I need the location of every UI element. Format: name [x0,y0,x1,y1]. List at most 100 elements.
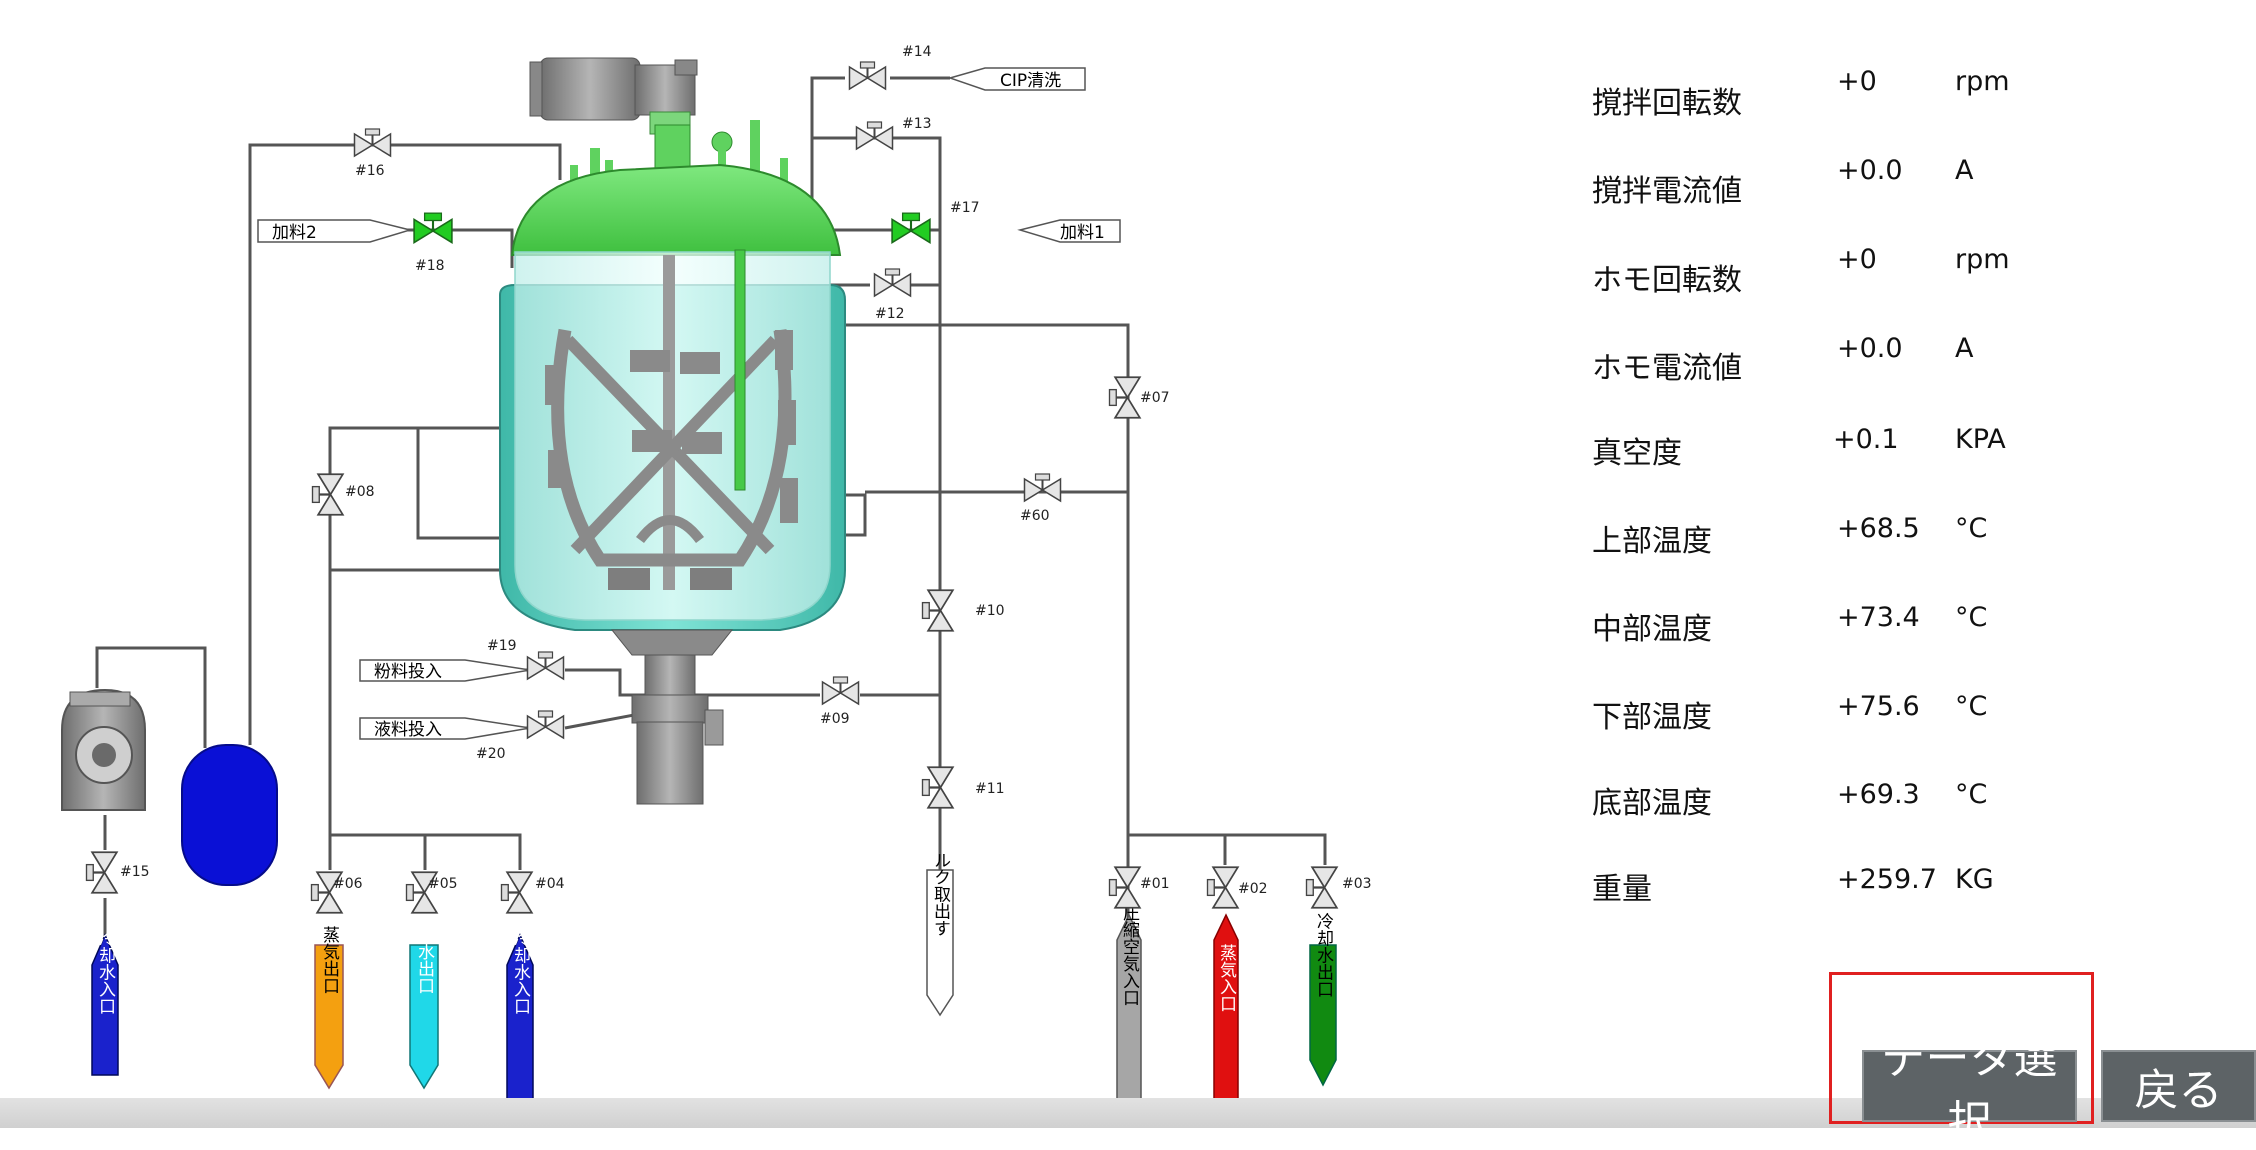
reading-value-agitator-current: +0.0 [1837,155,1903,186]
svg-text:#15: #15 [120,864,150,880]
valve-06[interactable]: #06 [310,871,363,914]
reading-unit-weight: KG [1955,864,1994,895]
valve-09[interactable]: #09 [820,675,860,727]
line-label-comp-air-in: 圧縮空気入口 [1116,904,1142,1101]
svg-text:#01: #01 [1140,876,1170,892]
reading-label-agitator-current: 撹拌電流値 [1592,174,1742,209]
valve-16[interactable]: #16 [353,127,392,179]
svg-text:#18: #18 [415,258,445,274]
svg-text:蒸気出口: 蒸気出口 [319,926,340,994]
valve-20[interactable]: #20 [476,709,565,762]
line-label-cool-out: 冷却水出口 [1309,912,1337,1087]
reading-label-homo-current: ホモ電流値 [1592,351,1742,386]
reading-unit-vacuum: KPA [1955,424,2006,455]
svg-text:#10: #10 [975,603,1005,619]
reading-unit-temp-middle: °C [1955,602,1988,633]
line-label-cip: CIP清洗 [947,67,1086,91]
back-button[interactable]: 戻る [2101,1050,2256,1122]
svg-text:粉料投入: 粉料投入 [374,662,442,682]
svg-text:蒸気入口: 蒸気入口 [1216,944,1237,1012]
svg-text:冷水出口: 冷水出口 [414,926,435,994]
line-label-cool-in: 冷却水入口 [506,929,534,1101]
valve-07[interactable]: #07 [1108,376,1170,419]
svg-text:#05: #05 [428,876,458,892]
data-select-button[interactable]: データ選択 [1862,1033,2077,1148]
reading-unit-homo-speed: rpm [1955,244,2010,275]
valve-01[interactable]: #01 [1108,866,1170,909]
reading-label-vacuum: 真空度 [1592,436,1682,471]
svg-text:#11: #11 [975,781,1005,797]
svg-text:ルク取出す: ルク取出す [930,852,951,937]
reactor-vessel [499,57,846,805]
line-label-liquid: 液料投入 [359,717,531,740]
reading-unit-temp-bottom: °C [1955,779,1988,810]
svg-text:#04: #04 [535,876,565,892]
svg-text:#02: #02 [1238,881,1268,897]
svg-text:圧縮空気入口: 圧縮空気入口 [1119,904,1140,1006]
svg-text:#08: #08 [345,484,375,500]
svg-text:冷却水入口: 冷却水入口 [510,929,531,1014]
reading-unit-homo-current: A [1955,333,1974,364]
reading-label-weight: 重量 [1592,872,1652,907]
reading-unit-agitator-current: A [1955,155,1974,186]
svg-text:#20: #20 [476,746,506,762]
reading-unit-temp-lower: °C [1955,691,1988,722]
reading-value-homo-speed: +0 [1837,244,1877,275]
reading-value-temp-bottom: +69.3 [1837,779,1920,810]
reading-label-temp-middle: 中部温度 [1592,612,1712,647]
valve-03[interactable]: #03 [1305,866,1372,909]
reading-value-weight: +259.7 [1837,864,1937,895]
svg-text:#19: #19 [487,638,517,654]
line-label-steam-out: 蒸気出口 [314,926,344,1090]
svg-text:#17: #17 [950,200,980,216]
valve-60[interactable]: #60 [1020,472,1062,524]
reading-value-vacuum: +0.1 [1833,424,1899,455]
reading-value-temp-top: +68.5 [1837,513,1920,544]
reading-unit-temp-top: °C [1955,513,1988,544]
svg-text:#03: #03 [1342,876,1372,892]
valve-04[interactable]: #04 [500,871,565,914]
valve-02[interactable]: #02 [1206,866,1268,909]
line-label-steam-in: 蒸気入口 [1213,913,1239,1101]
valve-05[interactable]: #05 [405,871,458,914]
reading-unit-agitator-speed: rpm [1955,66,2010,97]
reading-value-homo-current: +0.0 [1837,333,1903,364]
valve-14[interactable]: #14 [848,44,932,91]
buffer-tank [181,744,278,886]
svg-text:#16: #16 [355,163,385,179]
svg-text:#09: #09 [820,711,850,727]
reading-label-homo-speed: ホモ回転数 [1592,263,1742,298]
reading-label-temp-lower: 下部温度 [1592,700,1712,735]
valve-11[interactable]: #11 [921,766,1005,809]
reading-label-temp-top: 上部温度 [1592,524,1712,559]
valve-15[interactable]: #15 [85,851,150,894]
line-label-feed1: 加料1 [1017,219,1121,243]
reading-value-agitator-speed: +0 [1837,66,1877,97]
valve-12[interactable]: #12 [873,267,912,322]
selection-highlight [1829,972,2094,1124]
valve-19[interactable]: #19 [487,638,565,681]
svg-text:#60: #60 [1020,508,1050,524]
valve-10[interactable]: #10 [921,589,1005,632]
reading-value-temp-lower: +75.6 [1837,691,1920,722]
line-label-cool-in-pump: 冷却水入口 [91,929,119,1076]
svg-text:#06: #06 [333,876,363,892]
svg-text:#12: #12 [875,306,905,322]
svg-text:CIP清洗: CIP清洗 [1000,71,1061,91]
valve-18[interactable]: #18 [412,211,454,274]
svg-text:加料2: 加料2 [272,223,317,243]
svg-text:冷却水出口: 冷却水出口 [1313,912,1334,997]
svg-text:加料1: 加料1 [1060,223,1105,243]
valve-17[interactable]: #17 [890,200,980,244]
svg-text:#13: #13 [902,116,932,132]
reading-value-temp-middle: +73.4 [1837,602,1920,633]
svg-text:#14: #14 [902,44,932,60]
pump [61,688,146,811]
line-label-cold-out: 冷水出口 [409,926,439,1090]
process-diagram: CIP清洗 加料1 加料2 粉料投入 液料投入 ルク取出す 圧縮空気入口 蒸気入… [61,44,1372,1101]
valve-13[interactable]: #13 [855,116,932,151]
valve-08[interactable]: #08 [311,473,375,516]
svg-text:#07: #07 [1140,390,1170,406]
svg-text:液料投入: 液料投入 [374,720,442,740]
line-label-feed2: 加料2 [257,219,413,243]
